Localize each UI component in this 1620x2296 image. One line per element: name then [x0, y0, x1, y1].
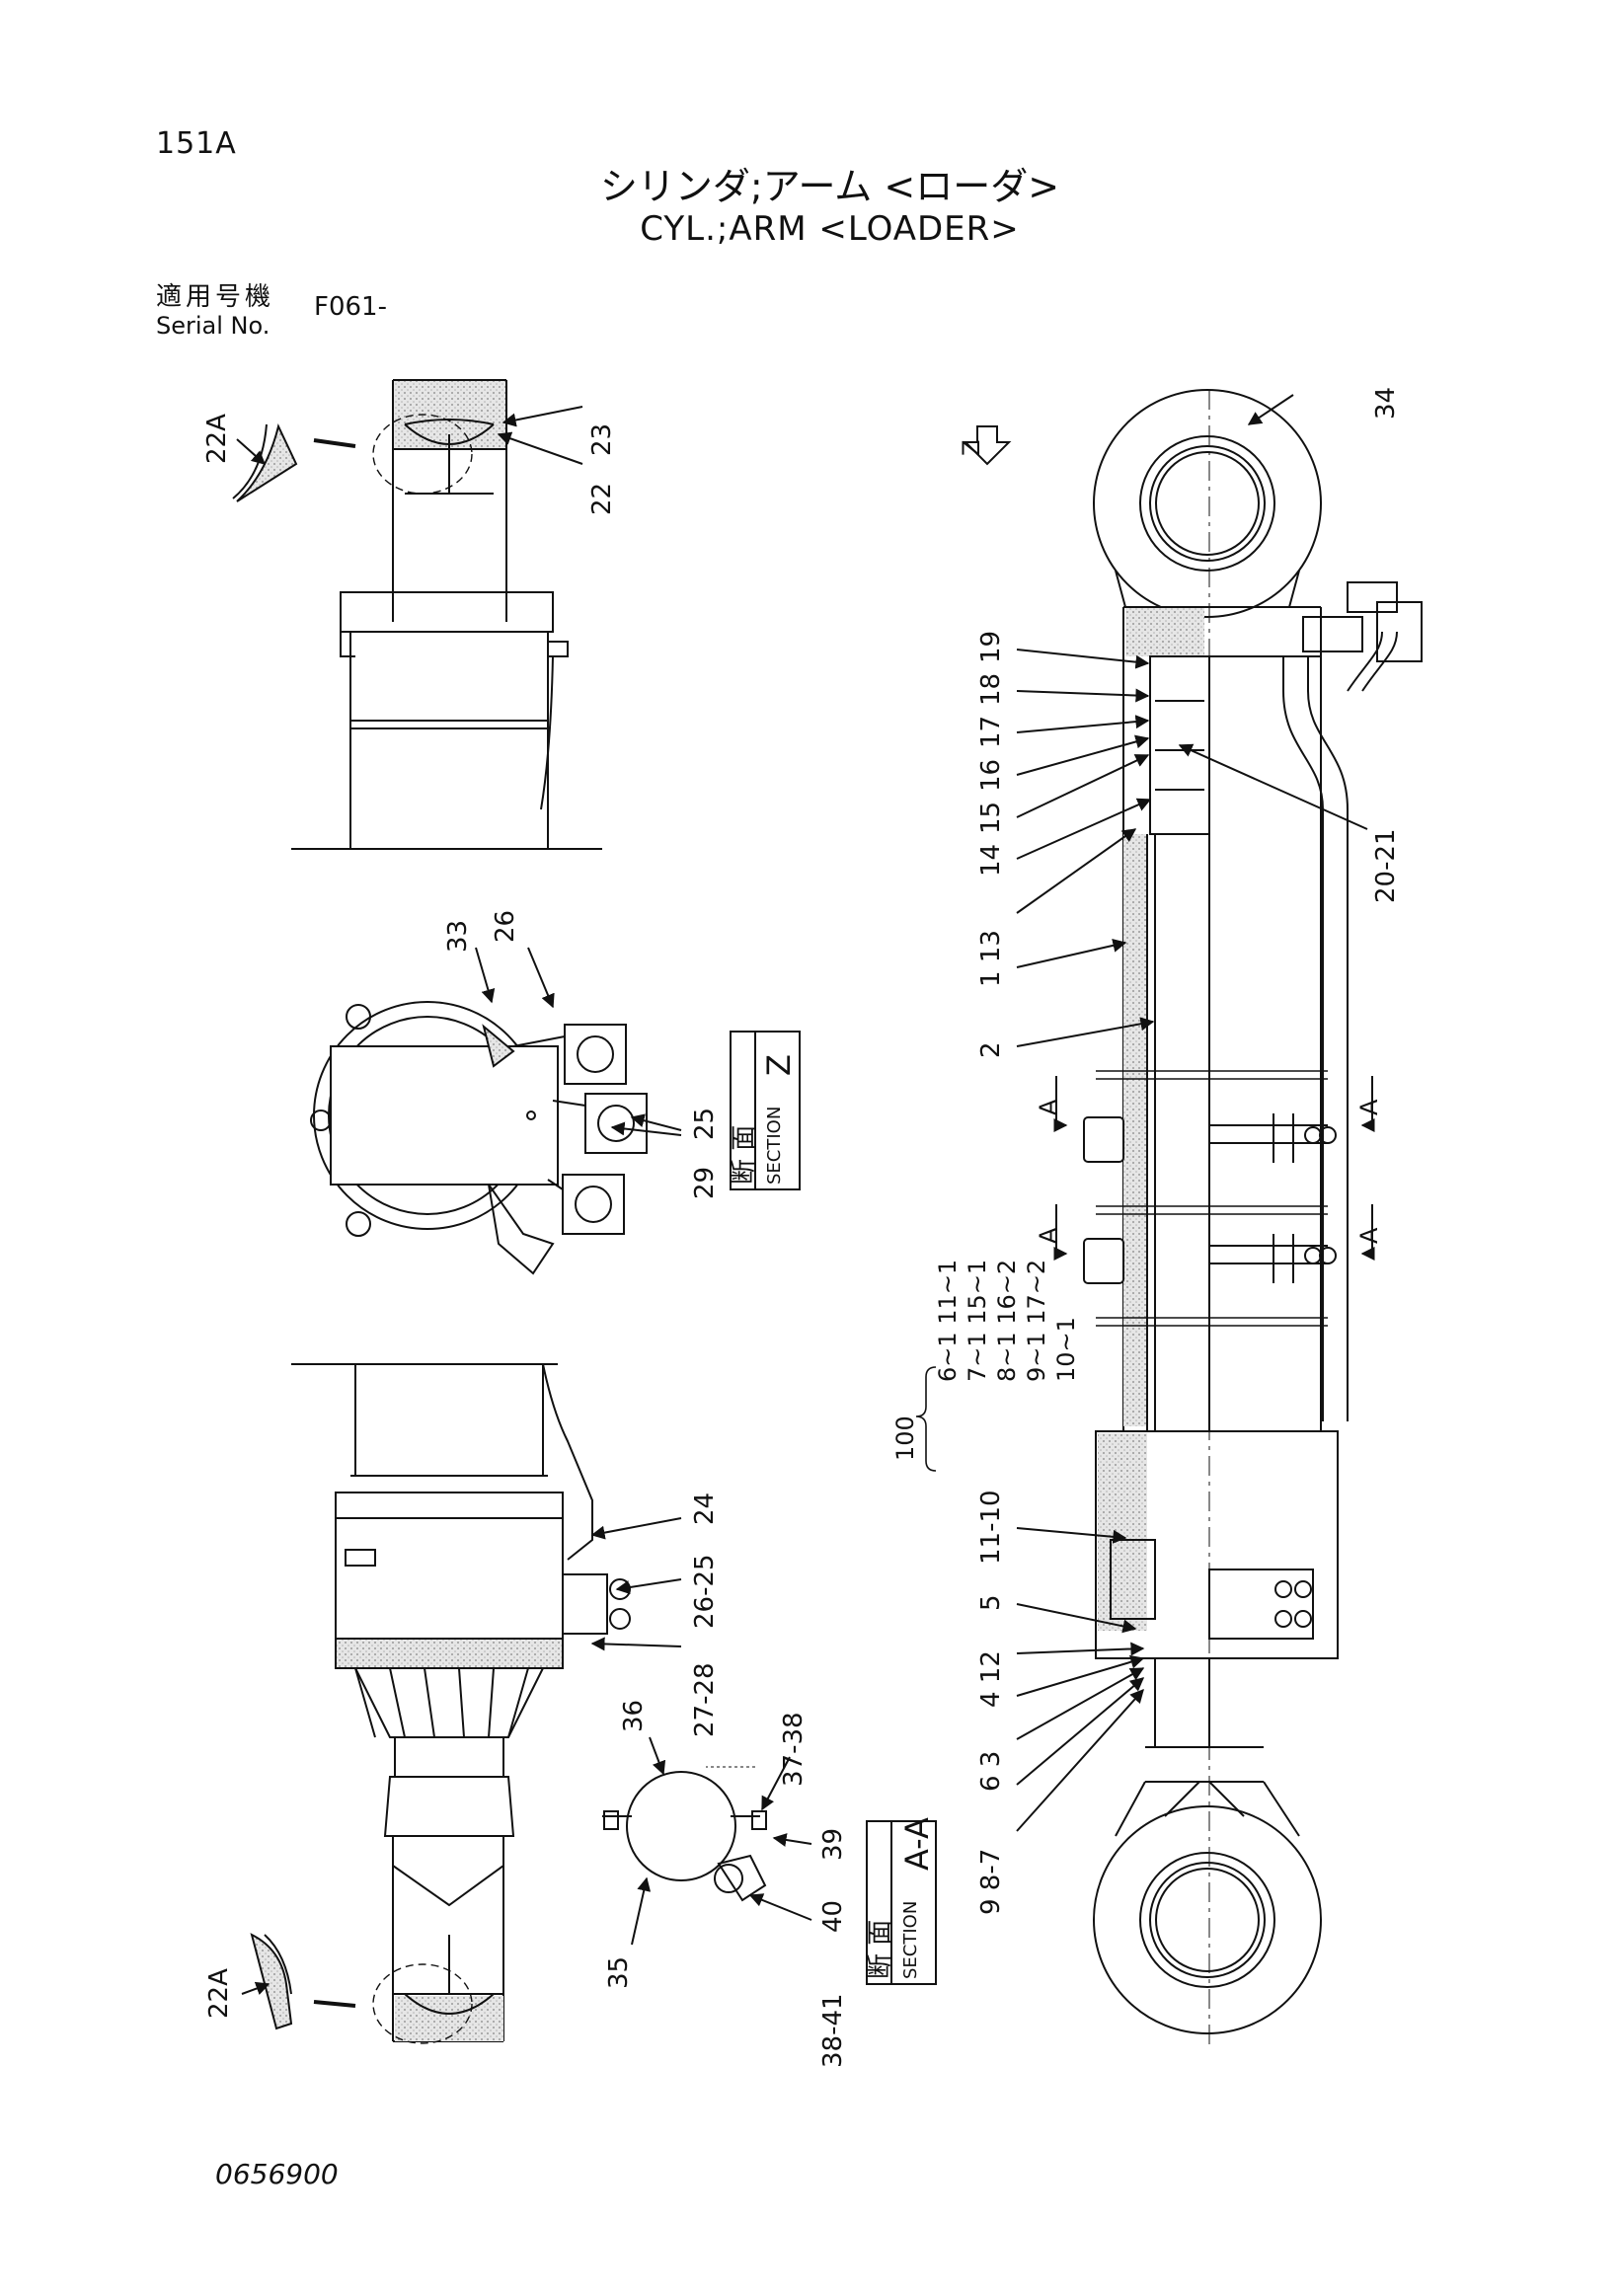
callout-26-25: 26-25	[690, 1554, 720, 1629]
section-z-label-jp: 断 面	[730, 1125, 759, 1185]
callout-37-38: 37-38	[779, 1712, 809, 1787]
callout-19: 19	[976, 631, 1006, 663]
section-aa-label-en: SECTION	[900, 1901, 921, 1979]
title-english: CYL.;ARM <LOADER>	[640, 209, 1020, 249]
pipe-clamp-lower	[1083, 1234, 1337, 1284]
head-detail-view	[241, 1363, 682, 2044]
callout-22: 22	[587, 483, 617, 515]
section-marker-a3: A	[1035, 1227, 1062, 1244]
section-aa-view	[602, 1736, 937, 1985]
callout-20-21: 20-21	[1371, 828, 1401, 903]
callout-23: 23	[587, 423, 617, 456]
callout-27-28: 27-28	[690, 1662, 720, 1737]
callout-16: 16	[976, 759, 1006, 792]
section-z-view	[310, 947, 801, 1275]
kit-row-1: 6~1 11~1	[934, 1260, 962, 1382]
callout-17: 17	[976, 716, 1006, 748]
callout-1-13: 1 13	[976, 930, 1006, 987]
callout-4-12: 4 12	[976, 1650, 1006, 1708]
callout-39: 39	[818, 1828, 848, 1861]
piston-rod	[1154, 691, 1210, 1431]
callout-24: 24	[690, 1492, 720, 1525]
callout-18: 18	[976, 673, 1006, 706]
rod-end-eye-top	[1093, 389, 1322, 618]
section-z-letter: Z	[760, 1054, 798, 1076]
callout-34: 34	[1371, 387, 1401, 420]
callout-25: 25	[690, 1108, 720, 1140]
callout-6-3: 6 3	[976, 1751, 1006, 1792]
kit-brace	[915, 1366, 937, 1472]
callout-40: 40	[818, 1900, 848, 1933]
callout-33: 33	[443, 920, 473, 953]
rod-end-detail-top	[232, 379, 602, 850]
kit-row-4: 9~1 17~2	[1023, 1260, 1050, 1382]
callout-14: 14	[976, 844, 1006, 877]
hydraulic-pipe	[1282, 656, 1349, 1421]
callout-36: 36	[619, 1700, 649, 1732]
view-z-marker: Z	[958, 440, 985, 456]
callout-22a-bottom: 22A	[204, 1968, 234, 2019]
callout-9-8-7: 9 8-7	[976, 1849, 1006, 1915]
serial-number-value: F061-	[314, 292, 387, 322]
callout-22a-top: 22A	[202, 414, 232, 464]
serial-label-english: Serial No.	[156, 312, 270, 340]
callout-11-10: 11-10	[976, 1490, 1006, 1565]
callout-15: 15	[976, 802, 1006, 834]
callout-38-41: 38-41	[818, 1993, 848, 2068]
cylinder-head	[1095, 1430, 1339, 1659]
page-number: 151A	[156, 126, 237, 161]
section-aa-letter: A-A	[898, 1817, 936, 1871]
section-marker-a1: A	[1035, 1099, 1062, 1115]
title-japanese: シリンダ;アーム <ローダ>	[599, 165, 1060, 208]
kit-number: 100	[891, 1416, 919, 1461]
main-cylinder-view	[1053, 389, 1423, 2048]
callout-35: 35	[604, 1956, 634, 1989]
section-marker-a2: A	[1355, 1099, 1383, 1115]
kit-row-2: 7~1 15~1	[964, 1260, 991, 1382]
callout-26: 26	[491, 910, 520, 943]
kit-row-3: 8~1 16~2	[993, 1260, 1021, 1382]
kit-row-5: 10~1	[1052, 1317, 1080, 1382]
callout-2: 2	[976, 1041, 1006, 1058]
pipe-clamp-upper	[1083, 1113, 1337, 1163]
serial-label-japanese: 適用号機	[156, 282, 275, 312]
callout-29: 29	[690, 1167, 720, 1199]
section-z-label-en: SECTION	[764, 1107, 785, 1185]
section-marker-a4: A	[1355, 1227, 1383, 1244]
section-aa-label-jp: 断 面	[866, 1920, 895, 1979]
document-number: 0656900	[215, 2158, 339, 2190]
rod-end-eye-bottom	[1093, 1805, 1322, 2034]
callout-5: 5	[976, 1594, 1006, 1611]
